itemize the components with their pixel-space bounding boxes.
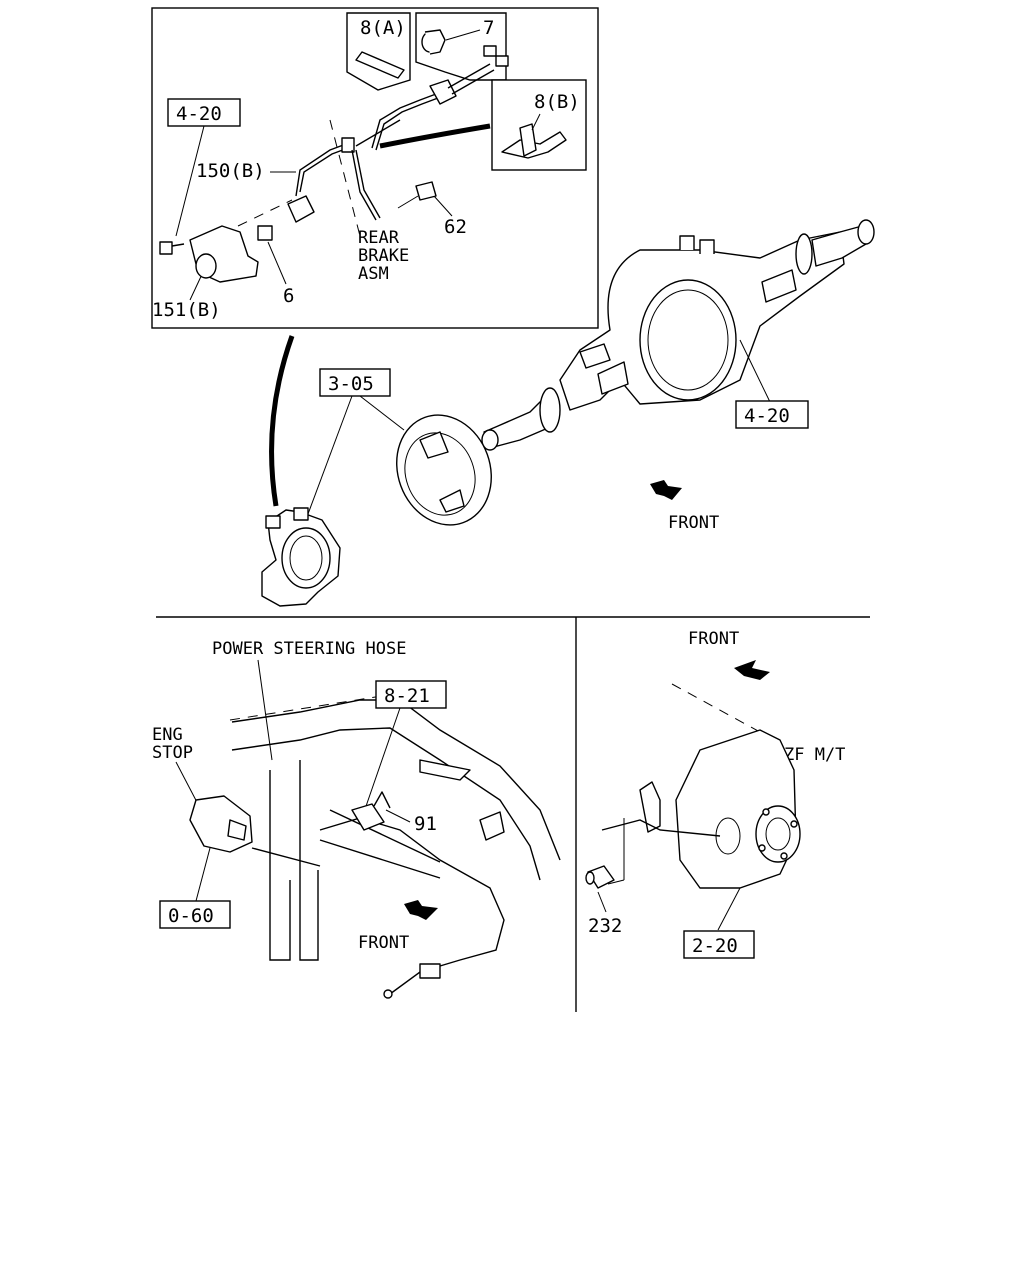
ref-3-05-label: 3-05 <box>328 373 374 395</box>
eng-stop-actuator <box>189 795 321 867</box>
rear-brake-asm-label: REAR BRAKE ASM <box>358 228 409 284</box>
callout-7-label: 7 <box>483 17 494 39</box>
plug-232 <box>585 818 625 889</box>
svg-text:BRAKE: BRAKE <box>358 246 409 266</box>
callout-8b: 8(B) <box>491 79 587 171</box>
ref-4-20-label-b: 4-20 <box>744 405 790 427</box>
brake-pipe-assembly <box>159 63 495 283</box>
ref-0-60-label: 0-60 <box>168 905 214 927</box>
part-6-label: 6 <box>283 285 294 307</box>
callout-8a: 8(A) <box>346 12 411 91</box>
ref-3-05-box <box>319 368 391 397</box>
callout-8b-label: 8(B) <box>534 91 580 113</box>
eng-stop-label: ENG STOP <box>152 725 193 763</box>
front-label-bottom-right: FRONT <box>688 629 739 649</box>
clamp-91 <box>351 791 391 831</box>
backing-plate <box>396 414 492 526</box>
brake-bracket <box>261 507 341 607</box>
ref-4-20-label-a: 4-20 <box>176 103 222 125</box>
callout-8a-label: 8(A) <box>360 17 406 39</box>
ref-8-21-box <box>375 680 447 709</box>
front-label-axle: FRONT <box>668 513 719 533</box>
cable-end <box>383 963 441 999</box>
svg-text:STOP: STOP <box>152 743 193 763</box>
svg-text:REAR: REAR <box>358 228 400 248</box>
ref-8-21-label: 8-21 <box>384 685 430 707</box>
svg-text:ENG: ENG <box>152 725 183 745</box>
front-arrow-bottom-left: FRONT <box>358 900 438 953</box>
ref-0-60-box <box>159 900 231 929</box>
ref-2-20-box <box>683 930 755 959</box>
chassis-frame <box>229 689 561 961</box>
front-arrow-bottom-right <box>734 660 770 680</box>
zf-transmission <box>601 683 801 931</box>
part-232-label: 232 <box>588 915 622 937</box>
front-label-bottom-left: FRONT <box>358 933 409 953</box>
power-steering-hose-label: POWER STEERING HOSE <box>212 639 406 659</box>
leader-arc <box>269 335 295 507</box>
front-arrow-axle: FRONT <box>650 480 719 533</box>
ref-4-20-box-a <box>167 98 241 127</box>
transmission-label: ZF M/T <box>784 745 845 765</box>
ref-4-20-box-b <box>735 400 809 429</box>
part-151b-label: 151(B) <box>152 299 221 321</box>
ref-2-20-label: 2-20 <box>692 935 738 957</box>
svg-text:ASM: ASM <box>358 264 389 284</box>
callout-7: 7 <box>415 12 509 81</box>
part-91-label: 91 <box>414 813 437 835</box>
part-150b-label: 150(B) <box>196 160 265 182</box>
part-62-label: 62 <box>444 216 467 238</box>
rear-axle-housing <box>481 219 875 451</box>
